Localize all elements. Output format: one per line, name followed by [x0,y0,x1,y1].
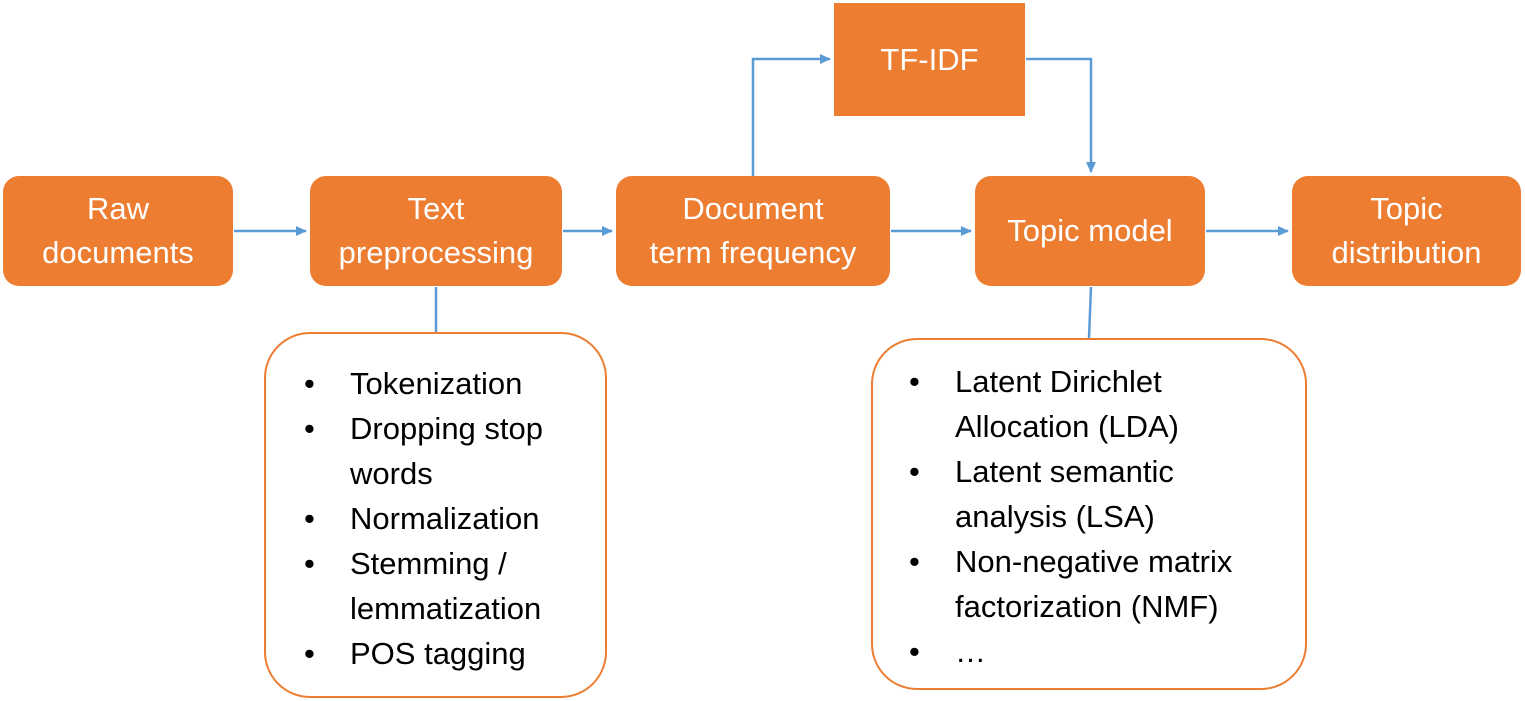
list-item-text: Allocation (LDA) [955,409,1179,444]
node-document-term-frequency-line-1: Document [682,191,824,226]
list-item-text: POS tagging [350,636,526,671]
node-topic-distribution: Topic distribution [1292,176,1521,286]
node-tfidf: TF-IDF [834,3,1025,116]
list-item-text: … [955,634,986,669]
topic-model-methods-list: • Latent Dirichlet Allocation (LDA) • La… [905,359,1232,674]
node-topic-distribution-line-2: distribution [1331,235,1482,270]
list-item-text: Latent semantic [955,454,1174,489]
list-item: • POS tagging [300,631,543,676]
bullet-icon: • [909,544,920,579]
list-item: • Normalization [300,496,543,541]
list-item-text: lemmatization [350,591,542,626]
list-item-text: Stemming / [350,546,507,581]
preprocessing-steps-list: • Tokenization • Dropping stop words • N… [300,361,543,676]
list-item-text: Dropping stop [350,411,544,446]
bullet-icon: • [304,546,315,581]
list-item-text: Latent Dirichlet [955,364,1162,399]
bullet-icon: • [304,411,315,446]
arrow-tfidf-to-topic [1026,57,1096,173]
bullet-icon: • [304,366,315,401]
connector-topic-to-panel [1087,286,1093,339]
list-item: • Latent semantic analysis (LSA) [905,449,1232,539]
list-item-text: Non-negative matrix [955,544,1233,579]
node-topic-model: Topic model [975,176,1205,286]
list-item: • … [905,629,1232,674]
list-item: • Tokenization [300,361,543,406]
node-topic-distribution-line-1: Topic [1370,191,1443,226]
bullet-icon: • [304,636,315,671]
list-item: • Stemming / lemmatization [300,541,543,631]
list-item-text: words [350,456,433,491]
bullet-icon: • [909,454,920,489]
list-item: • Latent Dirichlet Allocation (LDA) [905,359,1232,449]
list-item: • Dropping stop words [300,406,543,496]
node-text-preprocessing-line-2: preprocessing [338,235,534,270]
node-document-term-frequency: Document term frequency [616,176,890,286]
node-document-term-frequency-line-2: term frequency [649,235,857,270]
list-item-text: factorization (NMF) [955,589,1219,624]
list-item: • Non-negative matrix factorization (NMF… [905,539,1232,629]
list-item-text: Tokenization [350,366,523,401]
topic-model-methods-panel: • Latent Dirichlet Allocation (LDA) • La… [871,338,1307,690]
node-topic-model-label: Topic model [1007,213,1173,248]
node-text-preprocessing-line-1: Text [407,191,465,226]
preprocessing-steps-panel: • Tokenization • Dropping stop words • N… [264,332,607,698]
arrow-dtf-to-tfidf [751,54,831,176]
node-text-preprocessing: Text preprocessing [310,176,562,286]
node-tfidf-label: TF-IDF [880,41,979,77]
bullet-icon: • [909,634,920,669]
list-item-text: Normalization [350,501,540,536]
bullet-icon: • [304,501,315,536]
node-raw-documents-line-1: Raw [86,191,149,226]
bullet-icon: • [909,364,920,399]
node-raw-documents-line-2: documents [42,235,194,270]
node-raw-documents: Raw documents [3,176,233,286]
list-item-text: analysis (LSA) [955,499,1155,534]
